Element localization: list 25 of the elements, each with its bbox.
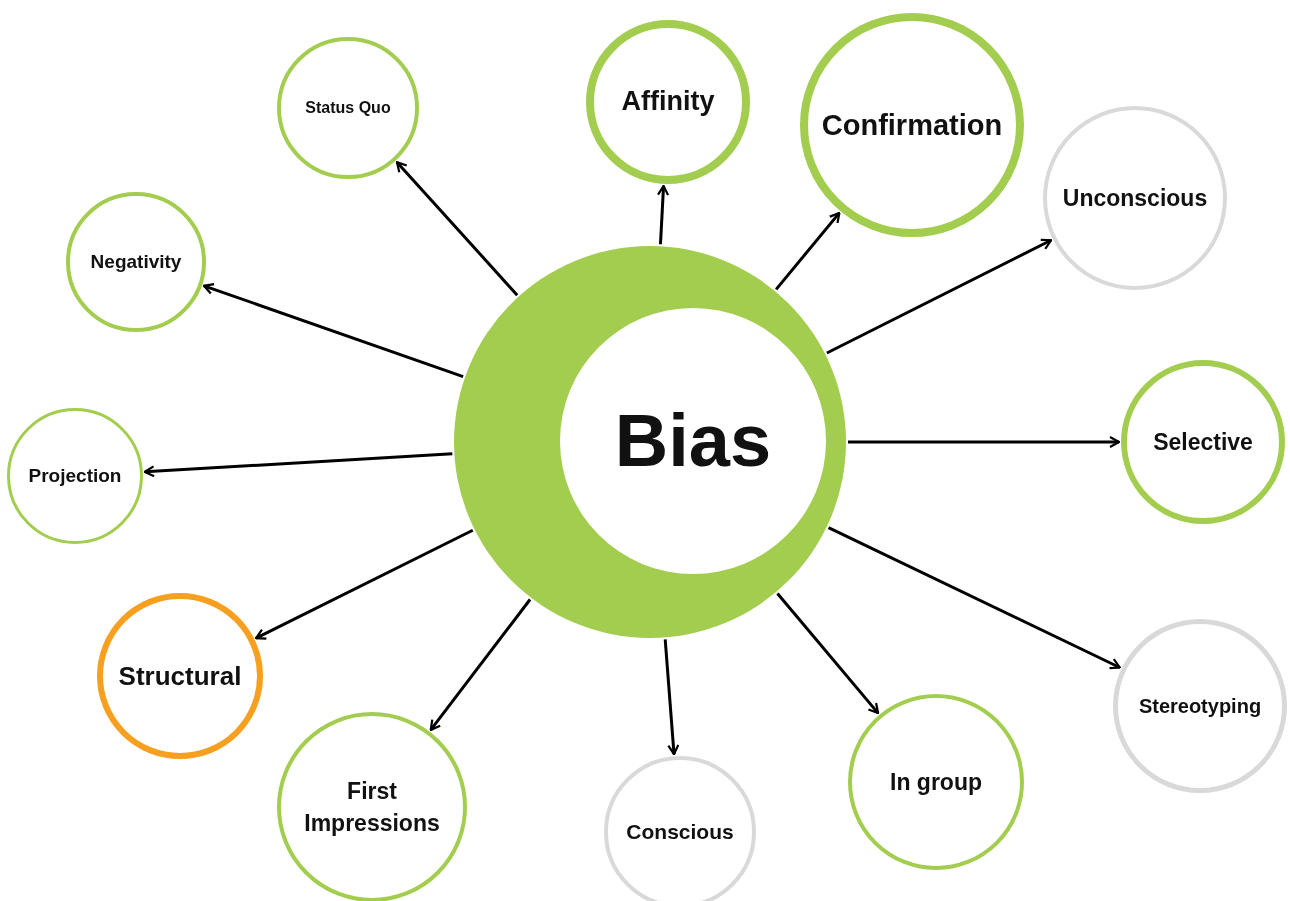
arrow xyxy=(202,282,464,378)
arrow xyxy=(657,184,670,245)
arrow xyxy=(143,452,453,478)
arrow xyxy=(395,161,519,297)
node-label: In group xyxy=(889,767,983,797)
arrow xyxy=(429,598,532,731)
node-label: Unconscious xyxy=(1061,183,1209,213)
node-label: First Impressions xyxy=(303,776,441,838)
arrow xyxy=(776,592,880,715)
node-label: Stereotyping xyxy=(1137,694,1263,719)
node-label: Projection xyxy=(27,463,123,488)
node-label: Affinity xyxy=(620,85,716,119)
arrow xyxy=(775,211,841,291)
arrow xyxy=(827,526,1121,670)
arrow xyxy=(255,528,474,640)
arrow xyxy=(663,639,680,756)
node-label: Selective xyxy=(1152,427,1254,457)
node-label: Negativity xyxy=(89,249,183,274)
node-label: Confirmation xyxy=(820,107,1004,143)
arrow xyxy=(826,238,1053,355)
arrow xyxy=(848,435,1121,449)
title-text: Bias xyxy=(613,398,773,485)
node-label: Conscious xyxy=(625,819,735,846)
node-label: Status Quo xyxy=(304,97,392,118)
node-label: Structural xyxy=(117,659,243,693)
